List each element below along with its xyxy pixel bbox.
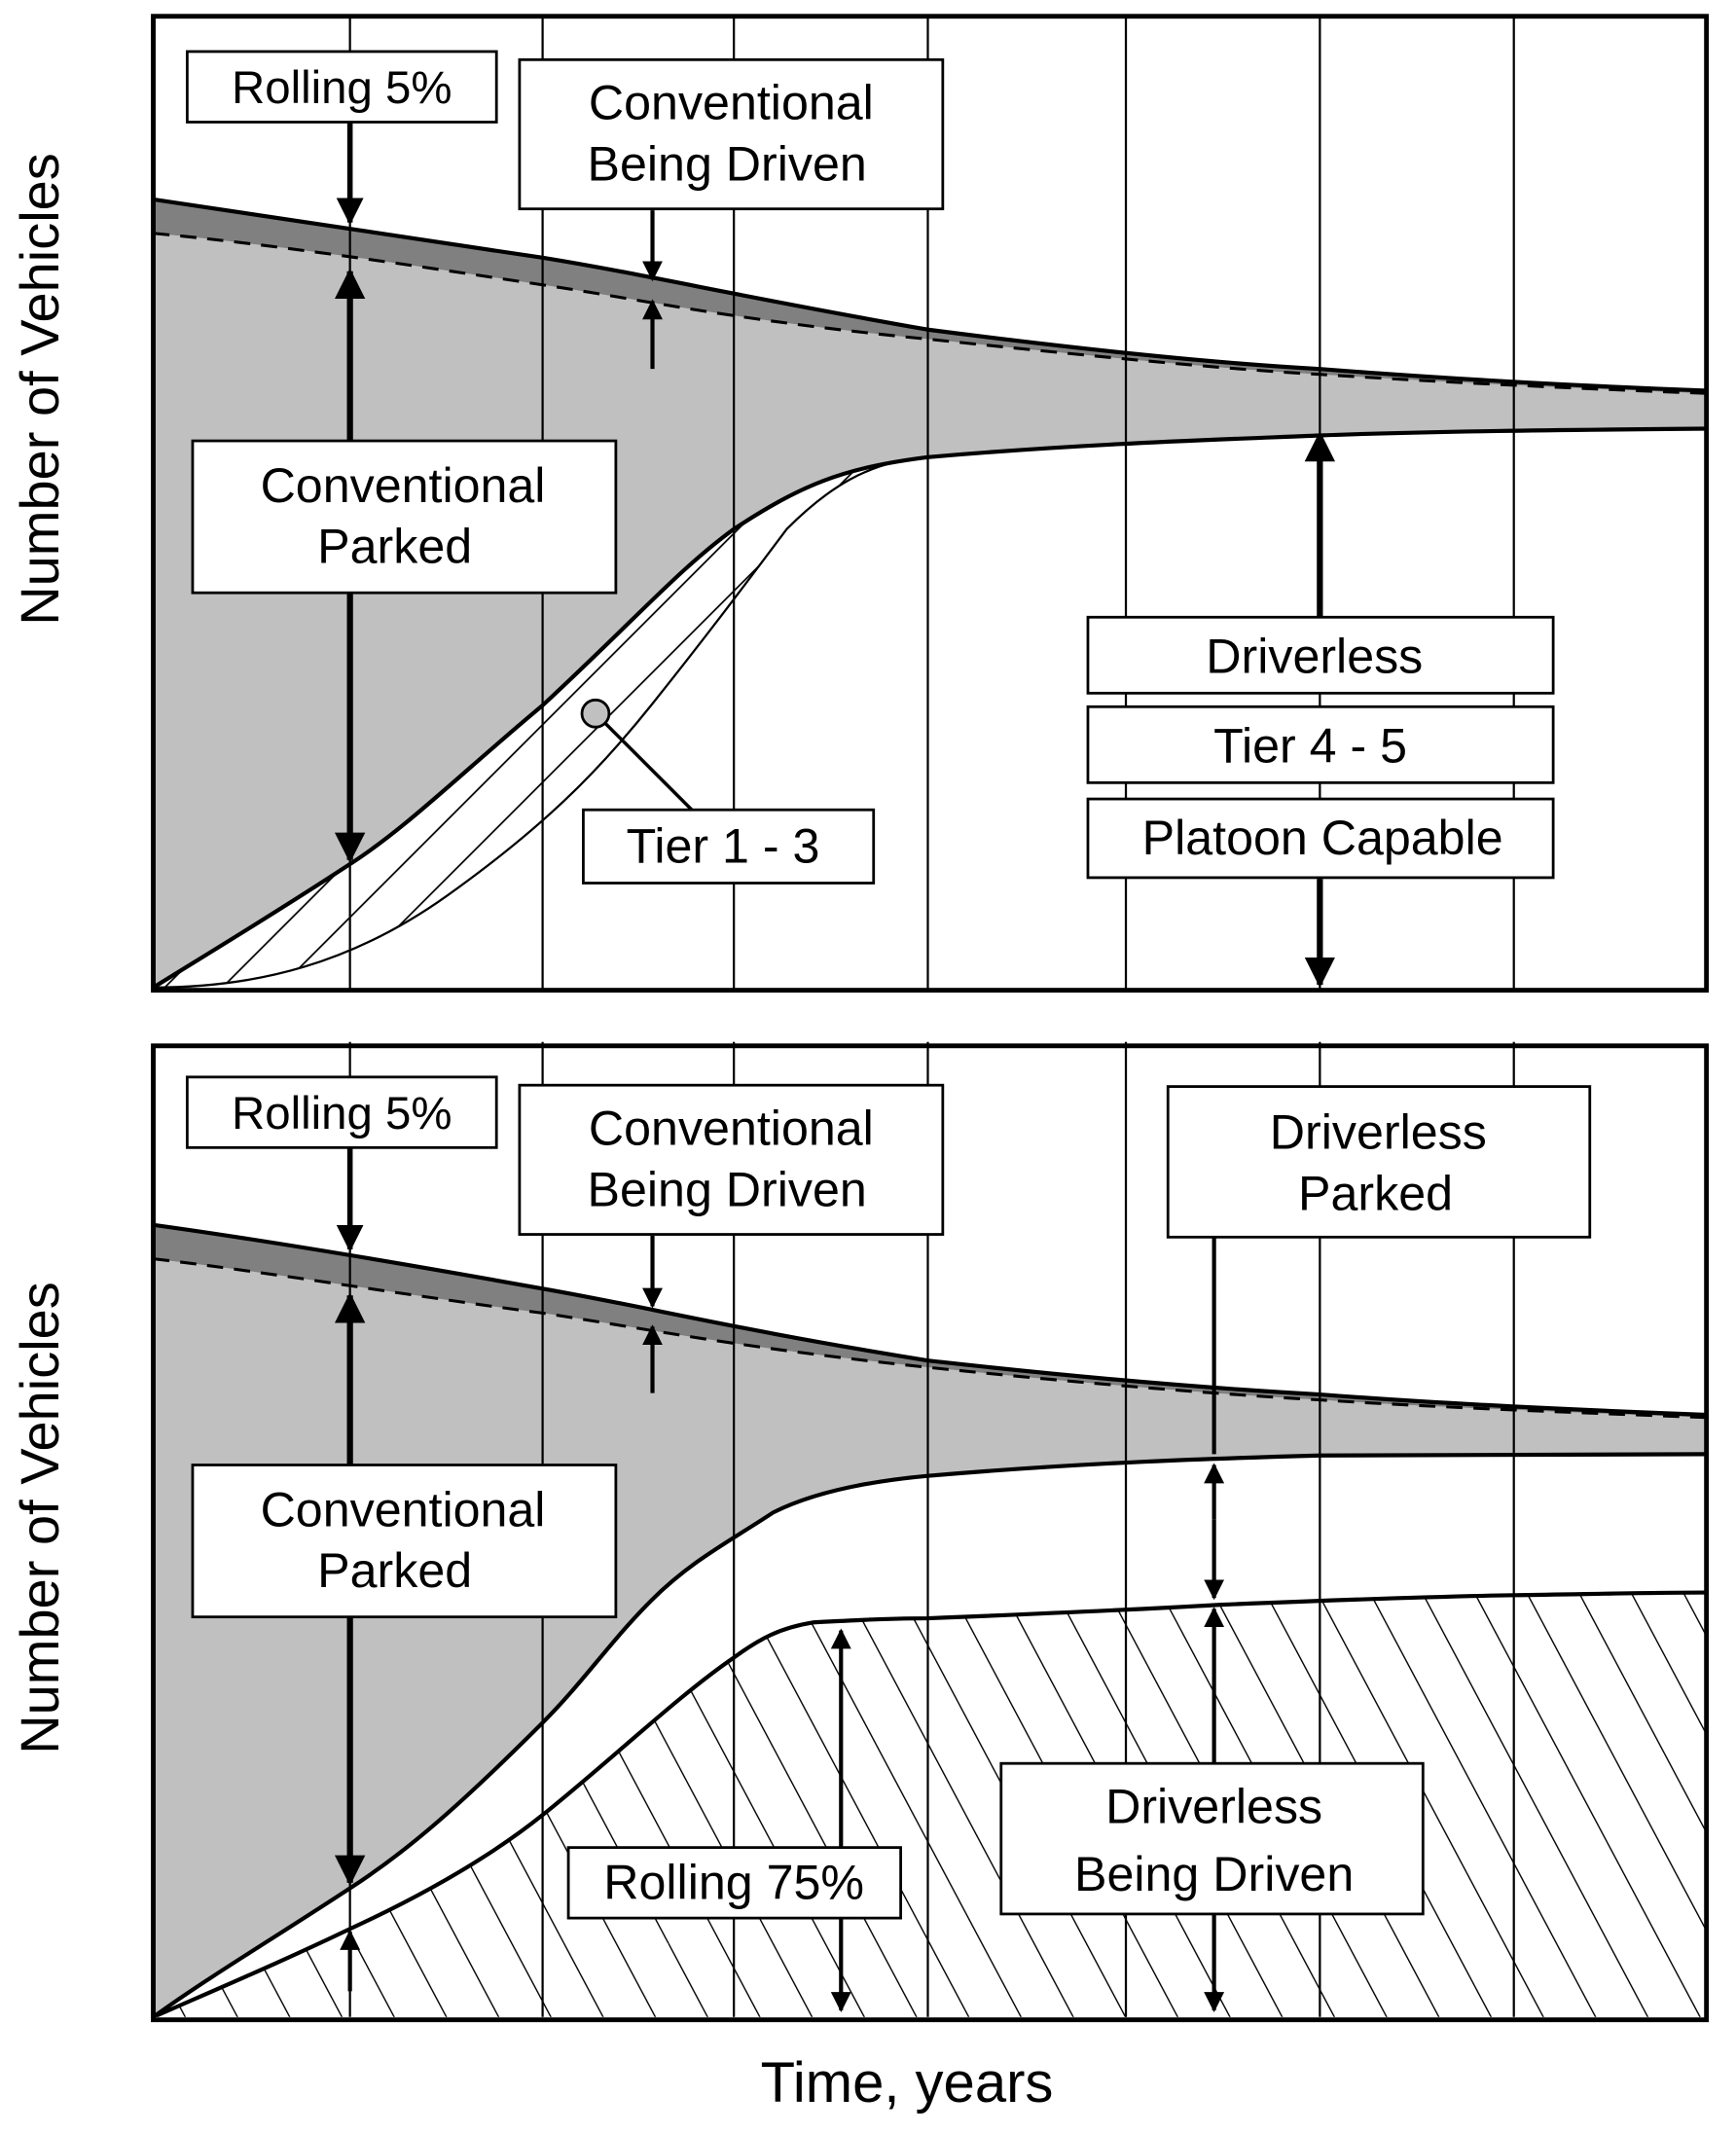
tier-1-3-box (582, 808, 876, 885)
conv-parked-box-top (191, 439, 618, 595)
total-fleet-line-bottom (153, 1222, 1707, 1418)
top-panel: Rolling 5% Conventional Being Driven Con… (151, 14, 1710, 994)
tier-1-3-lower-line (153, 455, 928, 989)
conv-driven-label-1-bottom: Conventional (589, 1102, 874, 1156)
conv-driven-label-1-top: Conventional (589, 76, 874, 130)
rolling-5-label-bottom: Rolling 5% (232, 1088, 452, 1139)
total-fleet-line (153, 197, 1707, 393)
rolling-75-label: Rolling 75% (603, 1856, 864, 1910)
bottom-panel-frame (151, 1043, 1710, 2023)
rolling-5-box-top (185, 50, 498, 124)
conv-parked-label-1-bottom: Conventional (261, 1482, 546, 1536)
driverless-label: Driverless (1206, 629, 1423, 683)
tier-1-3-callout-marker (580, 698, 611, 729)
driverless-driven-box (999, 1761, 1425, 1916)
conv-parked-box-bottom (191, 1464, 618, 1619)
y-axis-label-top: Number of Vehicles (9, 153, 70, 626)
conventional-lower-line-bottom (153, 1452, 1707, 2017)
driverless-driven-label-2: Being Driven (1074, 1847, 1354, 1901)
rolling-5-label-top: Rolling 5% (232, 62, 452, 114)
driverless-parked-box (1166, 1085, 1592, 1239)
conv-driven-label-2-top: Being Driven (588, 136, 867, 191)
conv-parked-label-1-top: Conventional (261, 458, 546, 513)
driverless-box (1086, 615, 1555, 695)
rolling-5-dashed-line-bottom (153, 1257, 1707, 1420)
rolling-5-dashed-line (153, 232, 1707, 395)
tier-1-3-callout-line (600, 718, 694, 812)
rolling-5-box-bottom (185, 1075, 498, 1149)
top-panel-frame (151, 14, 1710, 994)
y-axis-label-bottom: Number of Vehicles (9, 1282, 70, 1754)
platoon-capable-box (1086, 797, 1555, 880)
conv-driven-box-bottom (518, 1083, 945, 1236)
bottom-panel: Rolling 5% Conventional Being Driven Con… (151, 1041, 1710, 2023)
conv-parked-label-2-top: Parked (317, 520, 472, 574)
x-axis-label: Time, years (761, 2051, 1054, 2115)
conv-parked-label-2-bottom: Parked (317, 1543, 472, 1598)
tier-4-5-label: Tier 4 - 5 (1213, 718, 1407, 773)
driverless-parked-label-2: Parked (1298, 1166, 1453, 1220)
driverless-parked-label-1: Driverless (1270, 1105, 1487, 1160)
tier-1-3-label: Tier 1 - 3 (627, 819, 820, 874)
driverless-driven-label-1: Driverless (1105, 1780, 1322, 1834)
rolling-75-box (566, 1846, 903, 1920)
tier-4-5-box (1086, 705, 1555, 784)
conv-driven-box-top (518, 57, 945, 211)
conv-driven-label-2-bottom: Being Driven (588, 1162, 867, 1216)
driverless-driven-top-line (153, 1590, 1707, 2017)
platoon-capable-label: Platoon Capable (1142, 811, 1503, 865)
